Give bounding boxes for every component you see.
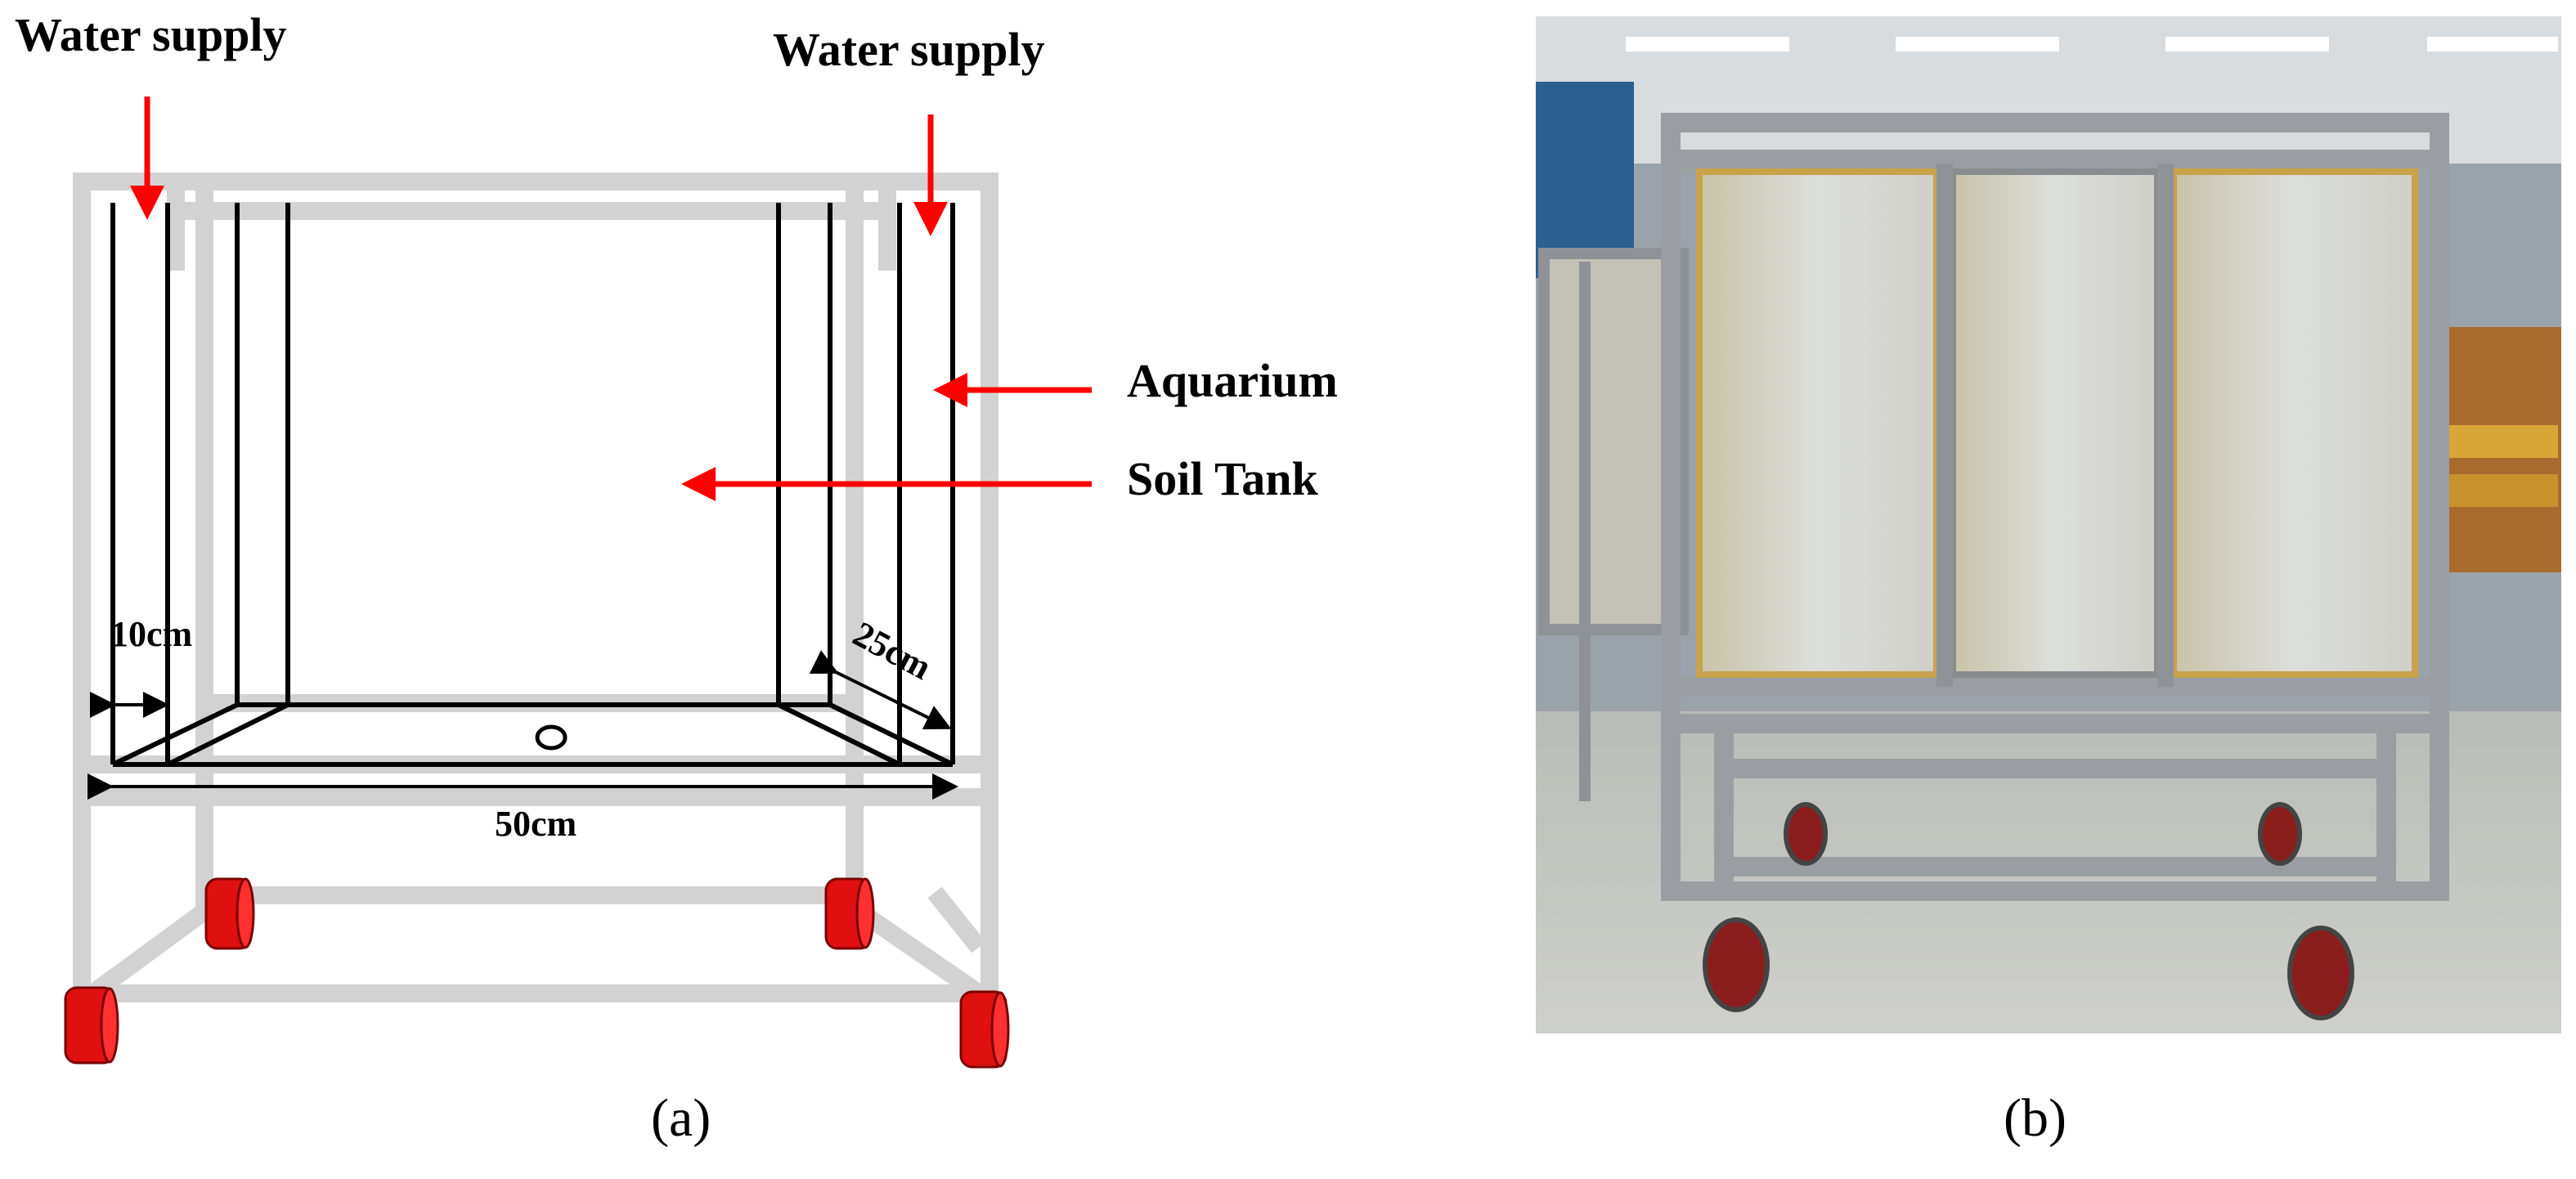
- red-arrows: [130, 96, 1092, 501]
- photo-wheel-front-right: [2287, 926, 2354, 1020]
- dimension-50cm-label: 50cm: [495, 804, 577, 844]
- soil-tank-label: Soil Tank: [1127, 452, 1319, 505]
- photo-wheel-back-left: [1784, 802, 1828, 866]
- photo-panel-b: [1536, 16, 2561, 1033]
- wheels: [64, 877, 1010, 1069]
- water-supply-right-label: Water supply: [773, 23, 1045, 76]
- water-supply-left-label: Water supply: [15, 8, 287, 61]
- cart-wheels: [1703, 802, 2354, 1020]
- caption-b: (b): [2004, 1088, 2067, 1148]
- dimension-arrows: [88, 650, 958, 800]
- glass-panels: [1696, 164, 2418, 687]
- photo-wheel-back-right: [2258, 802, 2302, 866]
- cart-frame: [1661, 113, 2449, 901]
- photo-wheel-front-left: [1703, 917, 1770, 1012]
- aquarium-label: Aquarium: [1127, 354, 1338, 407]
- caption-a: (a): [651, 1088, 711, 1148]
- dimension-10cm-label: 10cm: [110, 614, 192, 654]
- diagram-panel-a: Water supply Water supply Aquarium Soil …: [15, 8, 1338, 1069]
- drain-hole: [535, 724, 568, 751]
